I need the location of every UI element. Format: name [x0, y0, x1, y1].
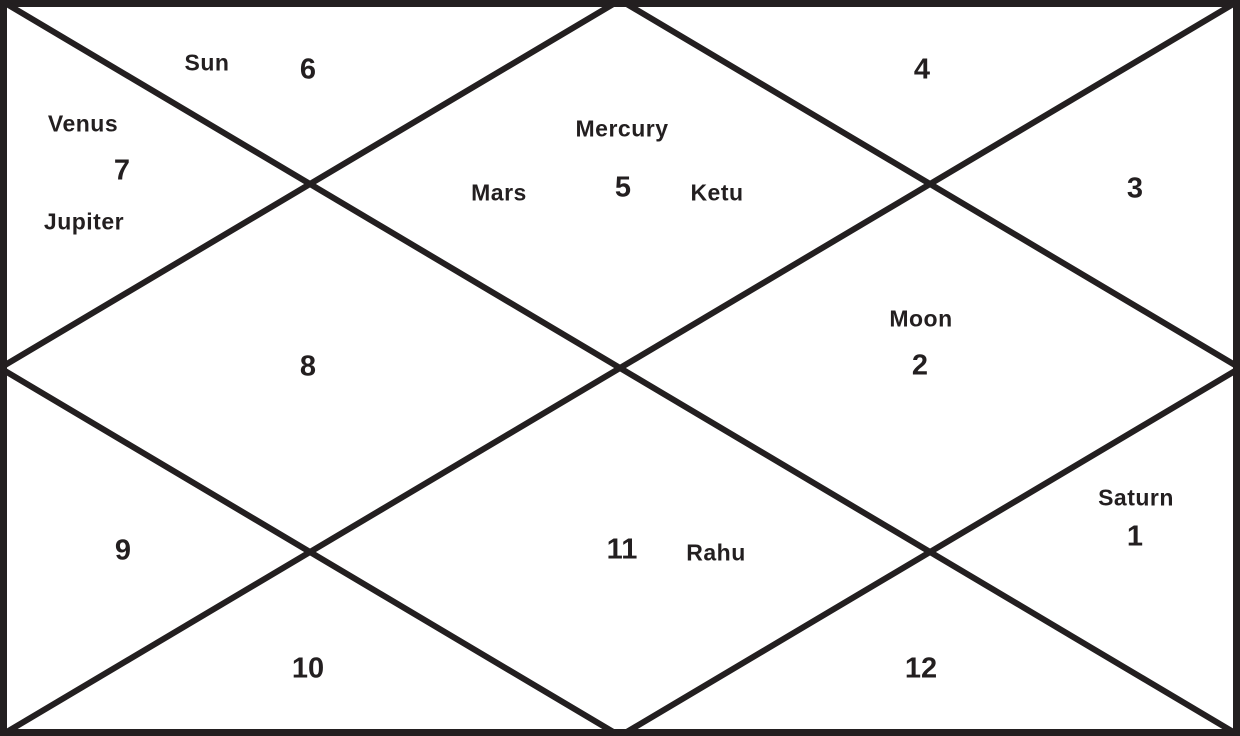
house-10-number: 10: [291, 652, 325, 685]
planet-sun: Sun: [184, 49, 230, 76]
planet-ketu: Ketu: [690, 179, 744, 206]
house-4-number: 4: [913, 53, 931, 86]
planet-venus: Venus: [47, 110, 119, 137]
house-8-number: 8: [299, 350, 317, 383]
planet-mars: Mars: [471, 179, 527, 206]
planet-mercury: Mercury: [575, 115, 669, 142]
planet-jupiter: Jupiter: [43, 208, 125, 235]
house-1-number: 1: [1126, 520, 1144, 553]
planet-rahu: Rahu: [686, 539, 746, 566]
house-9-number: 9: [114, 534, 132, 567]
house-2-number: 2: [911, 349, 929, 382]
house-11-number: 11: [606, 533, 638, 566]
house-5-number: 5: [614, 171, 632, 204]
house-6-number: 6: [299, 53, 317, 86]
planet-moon: Moon: [889, 305, 953, 332]
planet-saturn: Saturn: [1098, 484, 1174, 511]
house-7-number: 7: [113, 154, 131, 187]
house-12-number: 12: [904, 652, 938, 685]
house-3-number: 3: [1126, 172, 1144, 205]
